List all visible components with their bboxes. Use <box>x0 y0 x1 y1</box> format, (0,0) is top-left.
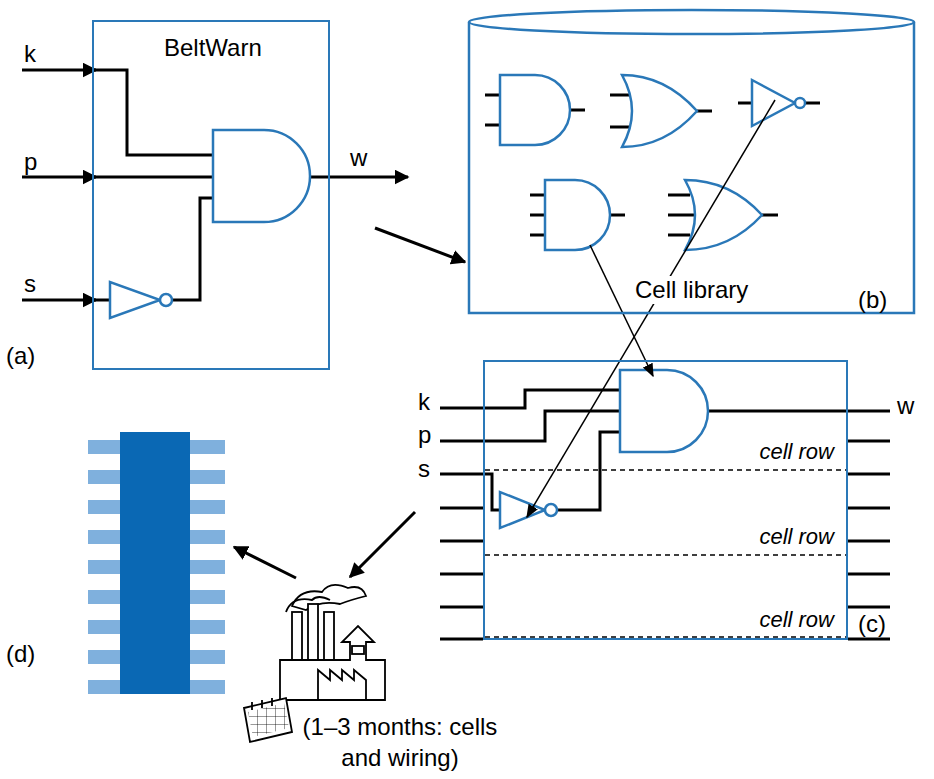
chimney <box>292 612 302 662</box>
and-gate <box>545 180 610 250</box>
node-text: (1–3 months: cells and wiring) <box>302 711 498 773</box>
wire <box>440 411 620 441</box>
signal-name: s <box>418 455 430 483</box>
calendar <box>244 698 292 742</box>
wire <box>92 299 110 302</box>
wire <box>92 70 213 155</box>
cylinder-outline <box>468 8 915 314</box>
signal-name: w <box>897 392 914 420</box>
chimney <box>308 604 318 662</box>
row-label: cell row <box>759 438 834 466</box>
row-label: cell row <box>759 606 834 634</box>
signal-name: k <box>24 40 36 68</box>
building <box>280 626 385 700</box>
flow-arrow <box>234 547 296 578</box>
placed-cells <box>500 370 708 528</box>
calendar-rings <box>252 698 272 710</box>
wire <box>440 474 500 510</box>
panel-label: (b) <box>858 286 887 314</box>
wire <box>92 176 213 179</box>
smoke <box>292 585 366 610</box>
signal-name: k <box>418 388 430 416</box>
layout-box: cell row cell row cell row <box>483 360 848 640</box>
module-box: BeltWarn <box>92 20 330 370</box>
and-gate <box>213 130 310 222</box>
signal-name: p <box>24 148 37 176</box>
fabrication-step: (1–3 months: cells and wiring) <box>302 575 514 775</box>
signal-name: w <box>350 144 367 172</box>
window <box>352 646 364 654</box>
sawtooth-roof <box>318 670 366 700</box>
input-arrow <box>22 299 96 302</box>
and-gate <box>620 370 708 452</box>
output-arrow <box>310 176 408 179</box>
input-arrow <box>22 176 96 179</box>
library-gates <box>500 75 805 250</box>
placement-arrows <box>527 100 775 517</box>
input-arrow <box>22 69 96 72</box>
beltwarn-circuit <box>22 70 408 300</box>
flow-arrow <box>375 228 465 262</box>
panel-label: (d) <box>6 640 35 668</box>
node-text: BeltWarn <box>164 34 262 62</box>
cell-library: Cell library <box>468 8 915 314</box>
row-label: cell row <box>759 523 834 551</box>
chimney <box>324 612 334 662</box>
inverter-bubble <box>795 98 805 108</box>
wire <box>708 410 890 413</box>
cylinder-top <box>469 10 914 34</box>
panel-label: (c) <box>858 610 886 638</box>
node-text: Cell library <box>631 276 752 304</box>
chip <box>88 432 225 695</box>
or-gate <box>685 180 762 250</box>
chip-body <box>120 432 190 694</box>
cylinder-side <box>469 22 914 313</box>
inverter <box>110 282 160 318</box>
panel-label: (a) <box>6 342 35 370</box>
gates-a <box>110 130 310 318</box>
pins <box>440 508 483 639</box>
signal-name: s <box>24 270 36 298</box>
row-lines <box>485 470 846 637</box>
signal-name: p <box>418 421 431 449</box>
inverter-bubble <box>160 294 172 306</box>
wire <box>557 432 620 510</box>
calendar-grid <box>248 703 289 737</box>
pins <box>848 441 890 639</box>
and-gate <box>500 75 570 145</box>
wire <box>172 198 213 300</box>
flow-arrow <box>350 512 415 577</box>
or-gate <box>622 75 697 147</box>
inverter-bubble <box>545 504 557 516</box>
